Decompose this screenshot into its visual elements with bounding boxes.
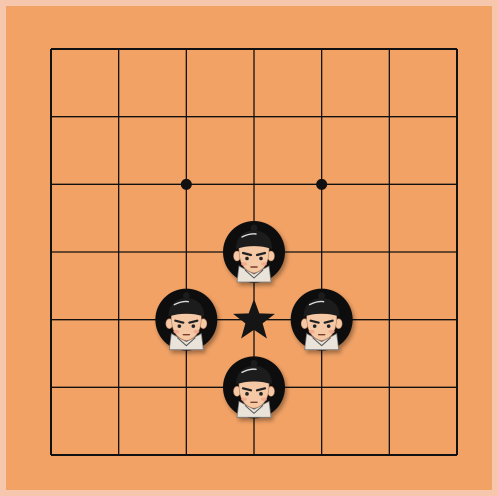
soldier-piece-east[interactable] bbox=[291, 289, 353, 351]
star-point-dot bbox=[316, 179, 327, 190]
star-point-dot bbox=[181, 179, 192, 190]
soldier-piece-south[interactable] bbox=[223, 356, 285, 418]
soldier-piece-north[interactable] bbox=[223, 221, 285, 283]
soldier-piece-west[interactable] bbox=[155, 289, 217, 351]
